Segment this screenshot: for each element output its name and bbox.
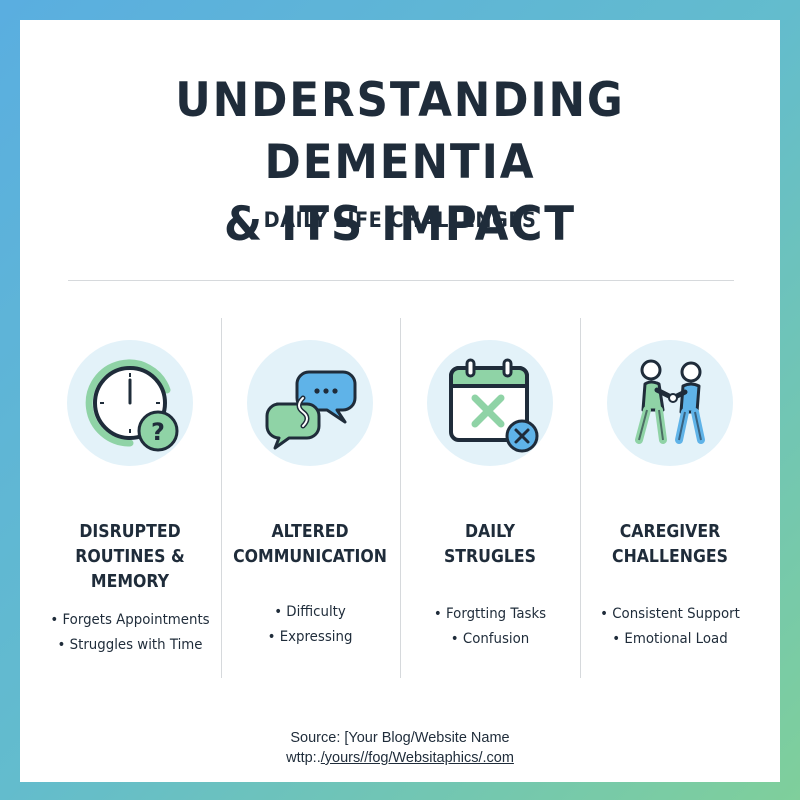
icon-circle: ? xyxy=(67,340,193,466)
header-divider xyxy=(68,280,734,281)
bullet-list: Difficulty Expressing xyxy=(220,600,400,650)
source-url-link[interactable]: /yours//fog/Websitaphics/.com xyxy=(320,750,514,766)
calendar-x-icon xyxy=(449,358,539,453)
column-divider-1 xyxy=(221,318,222,678)
icon-circle xyxy=(427,340,553,466)
column-divider-3 xyxy=(580,318,581,678)
column-title: DISRUPTED ROUTINES & MEMORY xyxy=(75,522,185,592)
bullet-item: Forgtting Tasks xyxy=(407,602,573,627)
bullet-item: Struggles with Time xyxy=(47,633,213,658)
bullet-list: Forgtting Tasks Confusion xyxy=(400,602,580,652)
bullet-item: Emotional Load xyxy=(587,627,753,652)
bullet-item: Forgets Appointments xyxy=(47,608,213,633)
source-line: Source: [Your Blog/Website Name xyxy=(290,730,510,746)
icon-circle xyxy=(247,340,373,466)
column-title: ALTERED COMMUNICATION xyxy=(233,522,387,567)
caregiver-people-icon xyxy=(635,359,705,444)
infographic-card: UNDERSTANDING DEMENTIA & ITS IMPACT DAIL… xyxy=(20,20,780,782)
title-line-1: UNDERSTANDING DEMENTIA xyxy=(175,73,625,190)
page-subtitle: DAILY LIFE CHALLENGES xyxy=(263,208,537,232)
bullet-list: Forgets Appointments Struggles with Time xyxy=(40,608,220,658)
column-title: CAREGIVER CHALLENGES xyxy=(612,522,728,567)
source-url-prefix: wttp:. xyxy=(286,750,321,766)
clock-question-icon: ? xyxy=(85,359,179,452)
page-title: UNDERSTANDING DEMENTIA & ITS IMPACT xyxy=(47,70,754,256)
speech-bubbles-icon xyxy=(265,370,357,450)
svg-text:?: ? xyxy=(151,418,165,446)
bullet-list: Consistent Support Emotional Load xyxy=(580,602,760,652)
source-url-line: wttp:./yours//fog/Websitaphics/.com xyxy=(20,748,780,768)
title-line-2: & ITS IMPACT xyxy=(224,197,576,252)
bullet-item: Difficulty xyxy=(227,600,393,625)
bullet-item: Expressing xyxy=(227,625,393,650)
column-title: DAILY STRUGLES xyxy=(443,522,537,567)
bullet-item: Confusion xyxy=(407,627,573,652)
source-citation: Source: [Your Blog/Website Name wttp:./y… xyxy=(20,728,780,768)
bullet-item: Consistent Support xyxy=(587,602,753,627)
icon-circle xyxy=(607,340,733,466)
column-divider-2 xyxy=(400,318,401,678)
